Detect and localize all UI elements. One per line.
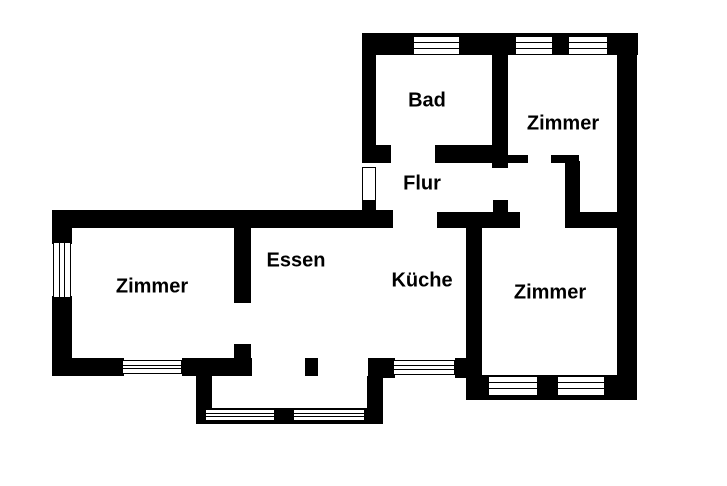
wall-zimmer-essen-divider <box>234 226 251 303</box>
wall-zimmer-door-stub-right <box>551 155 579 163</box>
room-label-flur: Flur <box>403 172 441 195</box>
wall-zimmer-door-stub-left <box>508 155 528 163</box>
window-bad-north <box>413 36 460 55</box>
wall-bay-east <box>367 376 383 424</box>
wall-west-upper <box>362 33 376 145</box>
window-zimmer-bottom-1 <box>488 376 538 396</box>
window-zimmer-top-north-1 <box>515 36 553 55</box>
room-label-zimmer-left: Zimmer <box>115 275 189 298</box>
window-zimmer-top-north-2 <box>568 36 608 55</box>
wall-kueche-south-left <box>368 358 395 378</box>
window-bay-1 <box>205 409 275 421</box>
wall-west-exterior-lower <box>52 296 72 360</box>
wall-zimmer-essen-pier <box>234 344 251 360</box>
wall-essen-bay-pier <box>305 358 318 376</box>
wall-kueche-zimmer-divider <box>466 212 482 400</box>
room-label-zimmer-top: Zimmer <box>526 112 600 135</box>
wall-flur-kueche-stub-up <box>493 200 508 212</box>
window-bay-2 <box>293 409 365 421</box>
window-zimmer-left-south <box>122 360 182 374</box>
wall-bad-south-right <box>435 145 493 163</box>
room-label-zimmer-bottom: Zimmer <box>513 281 587 304</box>
wall-east-exterior <box>617 33 637 400</box>
window-kueche-south <box>393 360 455 375</box>
wall-west-exterior-upper <box>52 210 72 244</box>
room-label-bad: Bad <box>408 89 446 112</box>
room-label-essen: Essen <box>266 249 326 272</box>
wall-south-left-piece <box>52 358 124 376</box>
room-label-kueche: Küche <box>391 269 453 292</box>
wall-bad-south-left-stub <box>362 145 391 163</box>
wall-left-section-north <box>52 210 393 228</box>
window-zimmer-left-west <box>53 242 71 298</box>
window-zimmer-bottom-2 <box>557 376 605 396</box>
wall-bad-zimmer-divider <box>492 53 508 168</box>
wall-south-right-piece <box>182 358 252 376</box>
window-flur-west <box>362 167 376 201</box>
wall-alcove-west <box>565 161 580 212</box>
